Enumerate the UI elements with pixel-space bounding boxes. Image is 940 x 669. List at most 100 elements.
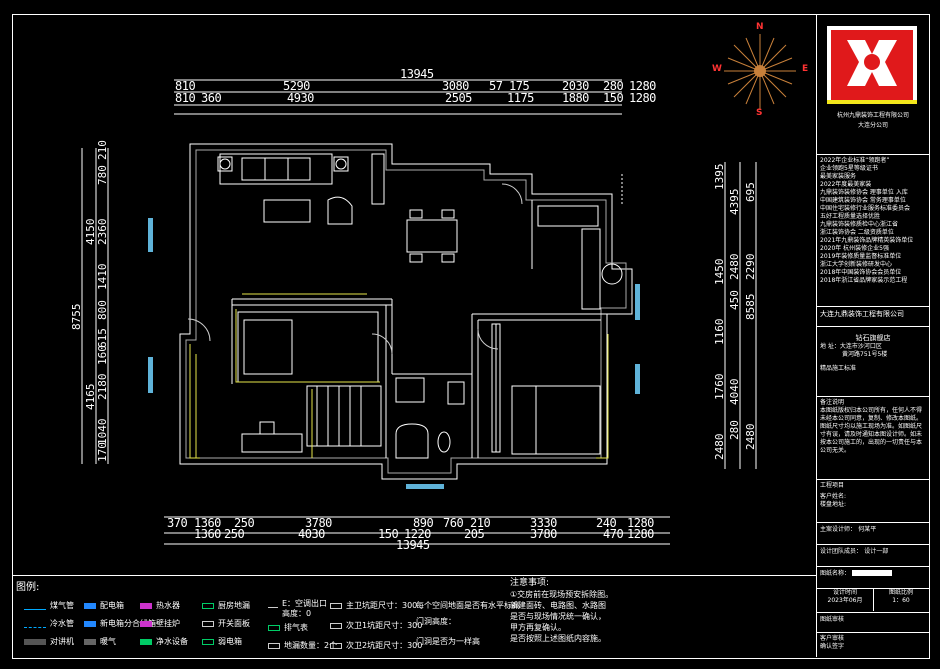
dim-bot-r2-5: 205	[464, 527, 485, 541]
award-12: 浙江大学创新装修研发中心	[820, 261, 893, 268]
award-6: 五好工程质量选择优胜	[820, 213, 881, 220]
dim-right-inner-4: 280	[728, 420, 741, 440]
dim-top-r1-4: 175	[509, 79, 530, 93]
dim-bot-r1-0: 370	[167, 516, 188, 530]
dim-left-inner-0: 780	[96, 165, 109, 185]
team-name: 设计一部	[864, 548, 889, 555]
dim-bot-r1-8: 240	[596, 516, 617, 530]
dim-right-outer-2: 1450	[713, 258, 726, 286]
notes-title: 注意事项:	[510, 578, 550, 588]
company-sub: 大连分公司	[857, 122, 888, 129]
date-label: 设计时间	[832, 589, 857, 596]
dim-top-total: 13945	[400, 67, 434, 81]
company-logo	[827, 26, 917, 104]
drawing-label: 图纸名称：	[820, 570, 851, 577]
drawing-frame	[12, 14, 930, 659]
client-label[interactable]: 客户姓名:	[820, 493, 847, 500]
dim-bot-r1-5: 760	[443, 516, 464, 530]
dim-top-r1-1: 5290	[283, 79, 310, 93]
award-3: 九鼎装饰装修协会 理事单位 入库	[820, 189, 908, 196]
client-review-label: 客户审核	[820, 635, 845, 642]
dim-right-outer-1: 4395	[728, 188, 741, 216]
legend-item-16: 主卫坑距尺寸：300	[346, 601, 418, 610]
legend-item-7: 壁挂炉	[156, 619, 180, 628]
legend-item-20: 门洞高度：	[416, 617, 456, 626]
dim-top-r1-6: 280	[603, 79, 624, 93]
awards-title: 2022年企业标准“领跑者”	[820, 157, 890, 164]
notes-title: 备注说明	[820, 399, 845, 406]
compass-n: N	[756, 22, 764, 32]
dim-bot-r2-0: 1360	[194, 527, 221, 541]
dim-bot-r2-1: 250	[224, 527, 245, 541]
review-row: 图纸审核	[817, 612, 929, 630]
dim-bot-r2-8: 1280	[627, 527, 654, 541]
dim-right-outer-6: 2480	[713, 433, 726, 461]
dim-bot-total: 13945	[396, 538, 430, 552]
legend-item-17: 次卫1坑距尺寸：300	[346, 621, 423, 630]
title-block: 杭州九鼎装饰工程有限公司 大连分公司 2022年企业标准“领跑者” 企业领跑5星…	[816, 14, 929, 657]
legend-item-11: 弱电箱	[218, 637, 242, 646]
dim-top-r2-5: 1880	[562, 91, 589, 105]
dim-left-inner-6: 160	[96, 345, 109, 365]
dim-top-r2-0: 810	[175, 91, 196, 105]
team-row: 设计团队成员： 设计一部	[817, 544, 929, 564]
drawing-name-field[interactable]	[852, 570, 893, 576]
compass-w: W	[712, 64, 722, 74]
company-name: 大连九鼎装饰工程有限公司	[817, 306, 929, 326]
dim-bot-r2-3: 150	[378, 527, 399, 541]
note-2: 是否与现场情况统一确认，	[510, 612, 606, 621]
dim-right-outer-3: 1160	[713, 318, 726, 346]
award-2: 2022年度最美家装	[820, 181, 872, 188]
legend-item-5: 暖气	[100, 637, 116, 646]
scale-label: 图纸比例	[888, 589, 913, 596]
address-field[interactable]: 楼盘地址:	[820, 501, 847, 508]
dim-bot-r2-7: 470	[603, 527, 624, 541]
legend-item-12: E：空调出口	[282, 599, 328, 608]
notes-section: 备注说明 本图纸版权归本公司所有，任何人不得未经本公司同意，复制、修改本图纸。图…	[817, 396, 929, 476]
dim-bot-r1-3: 3780	[305, 516, 332, 530]
award-11: 2019年装修质量监督标准单位	[820, 253, 902, 260]
notes-text: 本图纸版权归本公司所有，任何人不得未经本公司同意，复制、修改本图纸。图纸尺寸均以…	[820, 407, 923, 454]
project-label: 工程项目	[820, 482, 845, 489]
dim-right-outer-0: 1395	[713, 163, 726, 191]
scale-value: 1：60	[892, 597, 910, 604]
legend-item-6: 热水器	[156, 601, 180, 610]
dim-bot-r1-2: 250	[234, 516, 255, 530]
legend-item-14: 排气表	[284, 623, 308, 632]
award-13: 2018年中国装饰协会会员单位	[820, 269, 902, 276]
note-4: 是否按照上述图纸内容施。	[510, 634, 606, 643]
project-section: 工程项目 客户姓名: 楼盘地址:	[817, 479, 929, 519]
dim-right-inner-2: 450	[728, 290, 741, 310]
dim-right-outer-4: 1760	[713, 373, 726, 401]
dim-bot-r2-2: 4030	[298, 527, 325, 541]
address2: 黄河路751号5楼	[842, 351, 888, 358]
store-section: 钻石旗舰店 地 址：大连市沙河口区 黄河路751号5楼 精品施工标准	[817, 326, 929, 396]
note-3: 甲方再复确认。	[510, 623, 566, 632]
legend-item-3: 配电箱	[100, 601, 124, 610]
dim-right-outer-5: 4040	[728, 378, 741, 406]
dim-top-r1-2: 3080	[442, 79, 469, 93]
dim-right-total: 8585	[744, 293, 757, 321]
designer-row: 主案设计师： 何某平	[817, 522, 929, 542]
floor-plan	[12, 14, 816, 574]
date-value: 2023年06月	[827, 597, 863, 604]
legend-item-8: 净水设备	[156, 637, 188, 646]
team-label: 设计团队成员：	[820, 548, 863, 555]
awards-section: 2022年企业标准“领跑者” 企业领跑5星等级证书 最美家装服务 2022年度最…	[817, 154, 929, 304]
legend-item-21: 门洞是否为一样高	[416, 637, 480, 646]
dim-top-r2-6: 150	[603, 91, 624, 105]
review-label: 图纸审核	[820, 616, 845, 623]
legend-item-15: 地漏数量：2个	[284, 641, 338, 650]
address-label: 地 址：	[820, 343, 840, 350]
award-1: 最美家装服务	[820, 173, 857, 180]
note-0: ①交房前在现场预安拆除图。	[510, 590, 614, 599]
dim-right-inner-1: 2480	[728, 253, 741, 281]
dim-right-inner-3: 2290	[744, 253, 757, 281]
award-7: 九鼎装饰装修质检中心浙江省	[820, 221, 899, 228]
compass-e: E	[802, 64, 809, 74]
award-0: 企业领跑5星等级证书	[820, 165, 878, 172]
dim-bot-r1-1: 1360	[194, 516, 221, 530]
award-14: 2018年浙江省品牌家装示范工程	[820, 277, 908, 284]
legend-item-4: 新电箱分合线箱	[100, 619, 156, 628]
dim-bot-r1-4: 890	[413, 516, 434, 530]
